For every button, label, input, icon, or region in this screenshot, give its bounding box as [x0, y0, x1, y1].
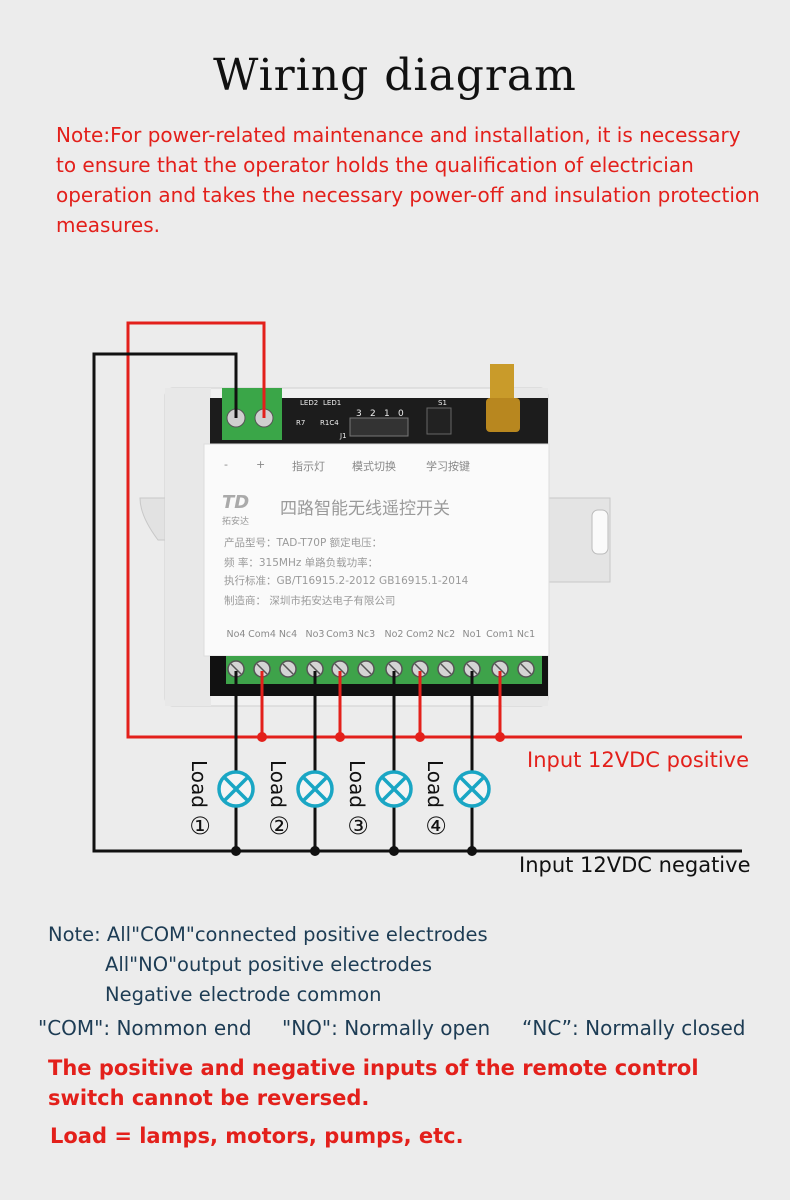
positive-junctions: [257, 732, 505, 742]
polarity-warning: The positive and negative inputs of the …: [48, 1056, 699, 1110]
panel-header-learn: 学习按键: [426, 459, 470, 473]
pcb-label-s1: S1: [438, 399, 447, 407]
junction-dot: [310, 846, 320, 856]
junction-dot: [231, 846, 241, 856]
terminal-label: Com4: [248, 629, 276, 640]
terminal-label: No4: [227, 629, 246, 640]
load-number: ①: [189, 812, 211, 840]
terminal-label: Com2: [406, 629, 434, 640]
pcb-label-r7: R7: [296, 419, 305, 427]
junction-dot: [495, 732, 505, 742]
screw-slot: [494, 663, 506, 675]
positive-wires: [126, 321, 742, 739]
terminal-label: Com1: [486, 629, 514, 640]
product-title: 四路智能无线遥控开关: [280, 499, 450, 519]
junction-dot: [467, 846, 477, 856]
terminal-label: Nc2: [437, 629, 455, 640]
jumper-digit: 1: [384, 409, 390, 419]
pcb-silkscreen: LED2 LED1 S1 J1 R7 R1C4 3 2 1 0: [296, 399, 447, 440]
pcb-label-r1c4: R1C4: [320, 419, 339, 427]
note-line-no: All"NO"output positive electrodes: [105, 953, 433, 976]
panel-header-mode: 模式切换: [352, 459, 396, 473]
negative-junctions: [231, 846, 477, 856]
terminal-label: No1: [463, 629, 482, 640]
lamp-cross: [222, 775, 250, 803]
jumper-digit: 0: [398, 409, 404, 419]
load-label: Load: [187, 760, 211, 808]
junction-dot: [389, 846, 399, 856]
polarity-minus: -: [224, 458, 228, 471]
terminal-label: No2: [385, 629, 404, 640]
brand-name: 拓安达: [222, 515, 249, 527]
load-1: Load ①: [187, 760, 255, 840]
jumper-digit: 3: [356, 409, 362, 419]
pcb-label-j1: J1: [339, 432, 347, 440]
terminal-label: Nc3: [357, 629, 375, 640]
pcb-label-led2: LED2: [300, 399, 318, 407]
label-panel-text: - + 指示灯 模式切换 学习按键 TD 拓安达 四路智能无线遥控开关 产品型号…: [222, 458, 470, 607]
legend-nc: “NC”: Normally closed: [522, 1016, 746, 1040]
screw-slot: [230, 663, 242, 675]
load-label: Load: [345, 760, 369, 808]
wiring-diagram: LED2 LED1 S1 J1 R7 R1C4 3 2 1 0 - + 指示灯 …: [92, 321, 742, 856]
terminal-label: Nc4: [279, 629, 297, 640]
lamp-cross: [380, 775, 408, 803]
screw-slot: [466, 663, 478, 675]
load-label: Load: [266, 760, 290, 808]
load-number: ④: [425, 812, 447, 840]
polarity-plus: +: [256, 458, 265, 471]
jumper-digit: 2: [370, 409, 376, 419]
input-negative-label: Input 12VDC negative: [519, 853, 751, 877]
learn-button: [426, 407, 452, 435]
brand-logo: TD: [222, 492, 249, 513]
panel-header-indicator: 指示灯: [292, 459, 325, 473]
load-definition: Load = lamps, motors, pumps, etc.: [50, 1124, 464, 1148]
screw-slot: [334, 663, 346, 675]
load-2: Load ②: [266, 760, 334, 840]
loads: Load ① Load ② Load ③ Load ④: [187, 760, 491, 840]
page-title: Wiring diagram: [213, 50, 577, 101]
load-label: Load: [423, 760, 447, 808]
spec-line: 制造商： 深圳市拓安达电子有限公司: [224, 594, 395, 607]
screw-slot: [414, 663, 426, 675]
load-number: ③: [347, 812, 369, 840]
screw-slot: [256, 663, 268, 675]
spec-line: 频 率：315MHz 单路负载功率：: [224, 556, 378, 569]
terminal-screws: [227, 660, 535, 678]
terminal-label: Nc1: [517, 629, 535, 640]
screw-slot: [440, 663, 452, 675]
junction-dot: [257, 732, 267, 742]
relay-module: [139, 364, 611, 707]
safety-note: Note:For power-related maintenance and i…: [56, 123, 760, 237]
lamp-cross: [458, 775, 486, 803]
load-number: ②: [268, 812, 290, 840]
load-3: Load ③: [345, 760, 413, 840]
spec-line: 产品型号：TAD-T70P 额定电压：: [224, 536, 382, 549]
junction-dot: [335, 732, 345, 742]
lamp-cross: [301, 775, 329, 803]
junction-dot: [415, 732, 425, 742]
jumper-header: [349, 417, 409, 437]
antenna-icon: [486, 364, 520, 432]
screw-slot: [309, 663, 321, 675]
legend-com: "COM": Nommon end: [38, 1016, 252, 1040]
screw-slot: [360, 663, 372, 675]
terminal-label: Com3: [326, 629, 354, 640]
note-line-com: Note: All"COM"connected positive electro…: [48, 923, 488, 946]
spec-line: 执行标准：GB/T16915.2-2012 GB16915.1-2014: [224, 574, 469, 587]
terminal-label: No3: [306, 629, 325, 640]
pcb-label-led1: LED1: [323, 399, 341, 407]
note-line-negative: Negative electrode common: [105, 983, 382, 1006]
load-4: Load ④: [423, 760, 491, 840]
screw-slot: [388, 663, 400, 675]
screw-slot: [282, 663, 294, 675]
legend-no: "NO": Normally open: [282, 1016, 491, 1040]
input-positive-label: Input 12VDC positive: [527, 748, 750, 772]
screw-slot: [520, 663, 532, 675]
